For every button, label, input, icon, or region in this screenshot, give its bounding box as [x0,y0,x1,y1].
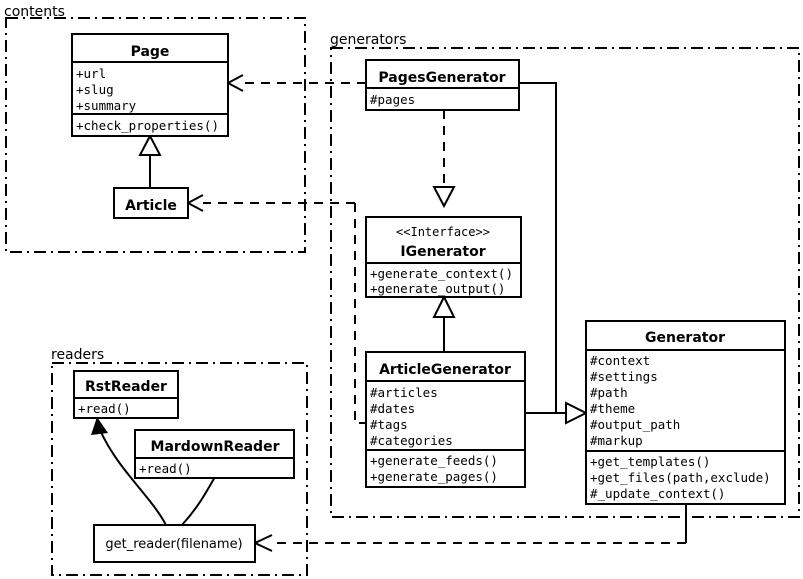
class-attribute: #settings [590,369,658,384]
generalization-line-pagesgenerator [519,82,557,413]
class-attribute: #path [590,385,628,400]
relation-pagesgenerator-to-igenerator [432,110,456,209]
function-label-get-reader: get_reader(filename) [105,537,242,552]
relation-articlegenerator-to-igenerator [432,294,456,352]
package-readers: readers [51,347,308,576]
class-method: +read() [139,461,192,476]
class-box-outline [113,187,189,219]
class-stereotype-igenerator: <<Interface>> [396,225,490,239]
package-generators-border [330,47,800,518]
relation-article-to-page [138,133,162,188]
class-method: +get_templates() [590,454,710,469]
generalization-arrowhead [432,294,456,318]
class-box-generator[interactable]: Generator #context #settings #path #them… [585,320,786,505]
class-box-outline [365,59,520,111]
package-contents-border [5,17,306,253]
class-box-page[interactable]: Page +url +slug +summary +check_properti… [71,33,229,137]
class-method: +generate_feeds() [370,453,498,468]
class-attribute: #tags [370,417,408,432]
realization-arrowhead [432,186,456,209]
class-box-igenerator[interactable]: <<Interface>> IGenerator +generate_conte… [365,216,522,298]
dependency-arrowhead [225,74,244,92]
class-name-page: Page [131,44,170,60]
class-name-generator: Generator [645,330,725,346]
relation-generators-to-generator [519,82,589,425]
class-name-article: Article [125,198,177,214]
class-name-pagesgenerator: PagesGenerator [378,70,505,86]
class-name-igenerator: IGenerator [400,244,485,260]
package-readers-label: readers [51,347,104,363]
function-box-outline [93,524,256,563]
package-contents: contents [4,4,306,253]
class-box-outline [134,429,295,479]
class-box-outline [365,351,526,488]
class-attribute: +slug [76,82,114,97]
class-method: +read() [78,401,131,416]
class-attribute: #context [590,353,650,368]
package-generators-label: generators [330,32,406,48]
class-box-outline [365,216,522,298]
class-attribute: #markup [590,433,643,448]
class-box-pagesgenerator[interactable]: PagesGenerator #pages [365,59,520,111]
class-attribute: #categories [370,433,453,448]
generalization-arrowhead [138,133,162,156]
class-box-outline [585,320,786,505]
dependency-arrowhead [252,534,273,552]
class-method: +check_properties() [76,118,219,133]
class-attribute: +url [76,66,106,81]
class-box-outline [73,370,179,419]
class-attribute: #output_path [590,417,680,432]
class-attribute: #dates [370,401,415,416]
class-box-articlegenerator[interactable]: ArticleGenerator #articles #dates #tags … [365,351,526,488]
class-method: +generate_output() [370,281,505,296]
dependency-spine-articlegenerator [354,203,366,424]
class-method: +generate_context() [370,266,513,281]
package-generators: generators [330,32,800,518]
uses-arrowhead [91,417,108,435]
function-box-get-reader[interactable]: get_reader(filename) [93,524,256,563]
class-box-article[interactable]: Article [113,187,189,219]
package-contents-label: contents [4,4,65,20]
class-box-rstreader[interactable]: RstReader +read() [73,370,179,419]
relation-generator-to-getreader [252,504,687,552]
class-box-mardownreader[interactable]: MardownReader +read() [134,429,295,479]
class-method: +get_files(path,exclude) [590,470,771,485]
dependency-arrowhead [185,194,204,212]
relation-pagesgenerator-to-page [225,74,366,92]
generalization-arrowhead [565,401,589,425]
class-name-rstreader: RstReader [85,379,167,395]
class-attribute: +summary [76,98,137,113]
class-attribute: #pages [370,92,415,107]
class-attribute: #articles [370,385,438,400]
uses-curve [99,429,167,526]
class-box-outline [71,33,229,137]
class-attribute: #theme [590,401,635,416]
class-method: #_update_context() [590,486,725,501]
class-name-mardownreader: MardownReader [151,439,280,455]
class-name-articlegenerator: ArticleGenerator [379,362,511,378]
relation-getreader-to-rstreader [91,417,167,526]
package-readers-border [51,362,308,576]
relation-articlegenerator-to-article [185,194,355,212]
class-method: +generate_pages() [370,469,498,484]
